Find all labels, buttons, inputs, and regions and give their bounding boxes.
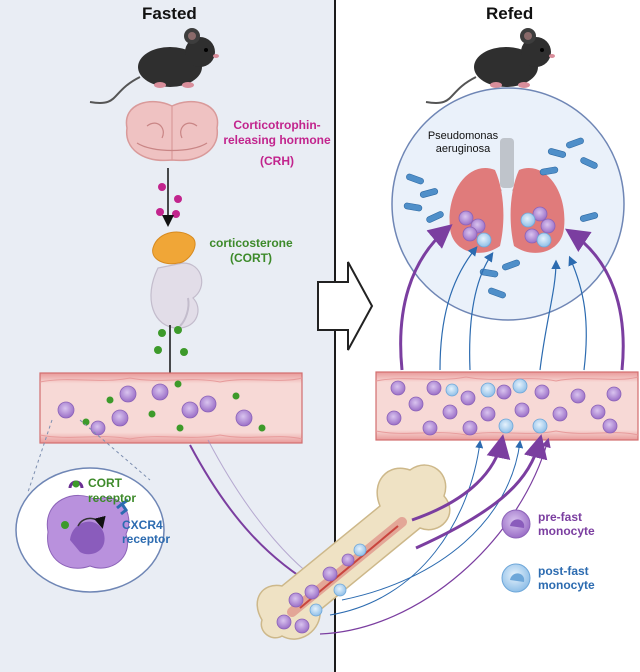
crh-label-line2: releasing hormone <box>223 133 331 147</box>
cort-receptor-label: CORT receptor <box>88 476 136 506</box>
cort-receptor-line1: CORT <box>88 476 122 490</box>
cort-molecules <box>154 326 188 356</box>
bacteria-icon <box>403 137 599 299</box>
infected-lungs-inset <box>391 87 625 321</box>
brain-icon <box>125 100 219 162</box>
crh-molecules <box>156 183 182 218</box>
cort-label-line1: corticosterone <box>209 236 293 250</box>
pathogen-line2: aeruginosa <box>435 143 491 155</box>
post-fast-line2: monocyte <box>538 578 595 592</box>
cxcr4-line2: receptor <box>122 532 171 546</box>
crh-label-line1: Corticotrophin- <box>233 118 321 132</box>
cort-label: corticosterone (CORT) <box>196 236 306 266</box>
fasted-migration-arrow <box>189 444 322 591</box>
panel-divider <box>334 0 336 672</box>
forward-arrow-icon <box>317 261 374 351</box>
cort-label-line2: (CORT) <box>230 251 272 265</box>
cort-receptor-line2: receptor <box>88 491 137 505</box>
fasted-blood-vessel <box>39 372 303 444</box>
cxcr4-line1: CXCR4 <box>122 518 163 532</box>
pre-fast-line1: pre-fast <box>538 510 583 524</box>
post-fast-line1: post-fast <box>538 564 589 578</box>
fasted-title: Fasted <box>142 4 197 23</box>
refed-blood-vessel <box>375 371 639 441</box>
post-fast-monocyte-icon <box>501 563 531 593</box>
pre-fast-monocyte-icon <box>501 509 531 539</box>
pre-fast-line2: monocyte <box>538 524 595 538</box>
refed-title: Refed <box>486 4 534 23</box>
crh-label: Corticotrophin- releasing hormone (CRH) <box>222 118 332 169</box>
cxcr4-receptor-label: CXCR4 receptor <box>122 518 170 546</box>
post-fast-legend-label: post-fast monocyte <box>538 564 595 592</box>
pathogen-label: Pseudomonas aeruginosa <box>418 130 508 156</box>
egress-arrows <box>319 434 551 635</box>
bone-icon <box>256 464 451 640</box>
mouse-icon <box>425 28 555 104</box>
mouse-icon <box>89 28 219 104</box>
recruitment-arrows <box>399 224 625 371</box>
crh-abbr: (CRH) <box>260 154 294 168</box>
monocyte-zoom-inset <box>15 419 165 593</box>
pathogen-line1: Pseudomonas <box>427 130 499 142</box>
pre-fast-legend-label: pre-fast monocyte <box>538 510 595 538</box>
adrenal-kidney-icon <box>150 231 203 329</box>
